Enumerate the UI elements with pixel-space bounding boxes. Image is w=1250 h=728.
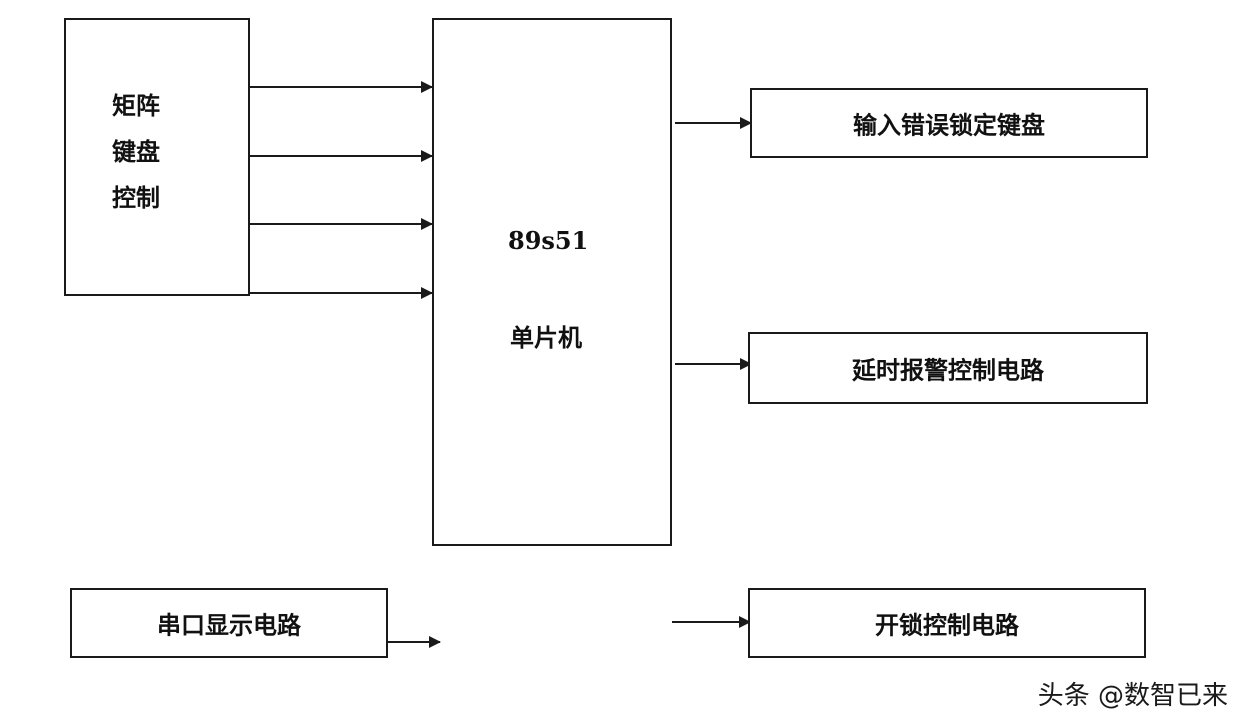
serial-display-block: 串口显示电路 xyxy=(70,588,388,658)
keyboard-label-line-1: 矩阵 xyxy=(112,92,160,120)
error-lock-label: 输入错误锁定键盘 xyxy=(853,111,1045,140)
watermark-text: 头条 @数智已来 xyxy=(1037,681,1228,711)
alarm-control-block: 延时报警控制电路 xyxy=(748,332,1148,404)
keyboard-label-line-2: 键盘 xyxy=(112,138,160,166)
keyboard-label-line-3: 控制 xyxy=(112,184,160,212)
keyboard-control-block: 矩阵 键盘 控制 xyxy=(64,18,250,296)
error-lock-block: 输入错误锁定键盘 xyxy=(750,88,1148,158)
mcu-name-label: 单片机 xyxy=(510,324,582,352)
unlock-control-label: 开锁控制电路 xyxy=(875,611,1019,640)
mcu-block: 89s51 单片机 xyxy=(432,18,672,546)
serial-display-label: 串口显示电路 xyxy=(157,611,301,640)
alarm-control-label: 延时报警控制电路 xyxy=(852,356,1044,385)
mcu-model-label: 89s51 xyxy=(508,226,589,255)
unlock-control-block: 开锁控制电路 xyxy=(748,588,1146,658)
